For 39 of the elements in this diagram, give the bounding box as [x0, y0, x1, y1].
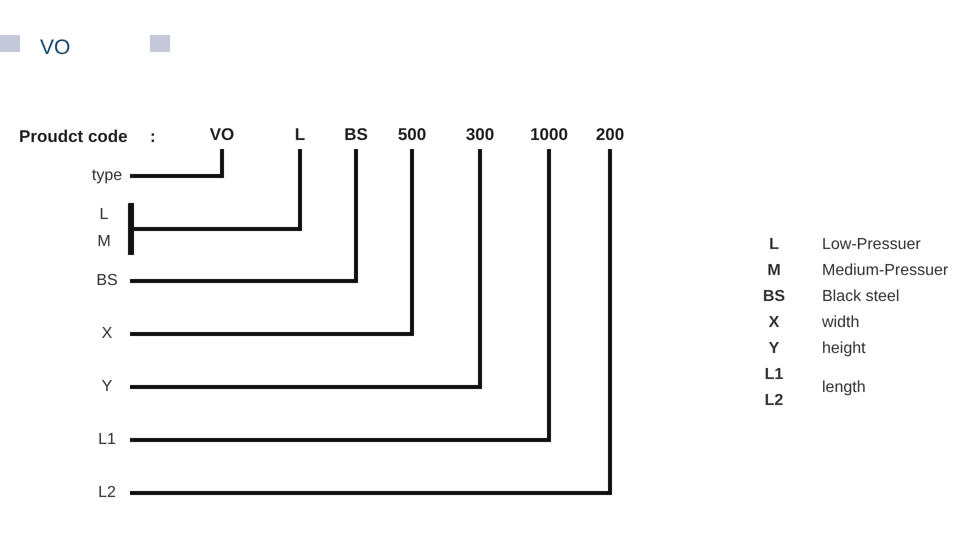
connector-line	[130, 149, 224, 178]
code-part: VO	[205, 124, 239, 146]
descriptor-text: L2	[84, 482, 130, 504]
code-part: 500	[394, 124, 430, 146]
meaning: Low-Pressuer	[822, 235, 922, 255]
bracket-bar	[128, 203, 134, 255]
connector-line	[130, 149, 482, 389]
abbreviation: Y	[768, 339, 780, 359]
connector-line	[134, 149, 302, 231]
code-part: BS	[343, 124, 369, 146]
code-part: 300	[462, 124, 498, 146]
code-label: Proudct code	[19, 126, 128, 148]
descriptor-text: L	[84, 204, 124, 226]
code-part: L	[290, 124, 310, 146]
abbreviation: L	[768, 235, 780, 255]
colon: :	[150, 126, 156, 148]
meaning: Black steel	[822, 287, 900, 307]
connector-line	[130, 149, 612, 495]
meaning: length	[822, 378, 867, 398]
connector-line	[130, 149, 551, 442]
abbreviation: L1	[764, 365, 784, 385]
abbreviation: L2	[764, 391, 784, 411]
connector-line	[130, 149, 414, 336]
descriptor-text: Y	[84, 376, 130, 398]
meaning: Medium-Pressuer	[822, 261, 948, 281]
descriptor-text: X	[84, 323, 130, 345]
descriptor-text: M	[84, 231, 124, 253]
abbreviation: BS	[762, 287, 786, 307]
code-part: 1000	[527, 124, 571, 146]
descriptor-text: L1	[84, 429, 130, 451]
meaning: width	[822, 313, 860, 333]
descriptor-text: type	[84, 165, 130, 187]
descriptor-text: BS	[84, 270, 130, 292]
abbreviation: X	[768, 313, 780, 333]
connector-line	[130, 149, 358, 283]
code-part: 200	[592, 124, 628, 146]
abbreviation: M	[766, 261, 782, 281]
title: VO	[40, 35, 70, 61]
meaning: height	[822, 339, 867, 359]
